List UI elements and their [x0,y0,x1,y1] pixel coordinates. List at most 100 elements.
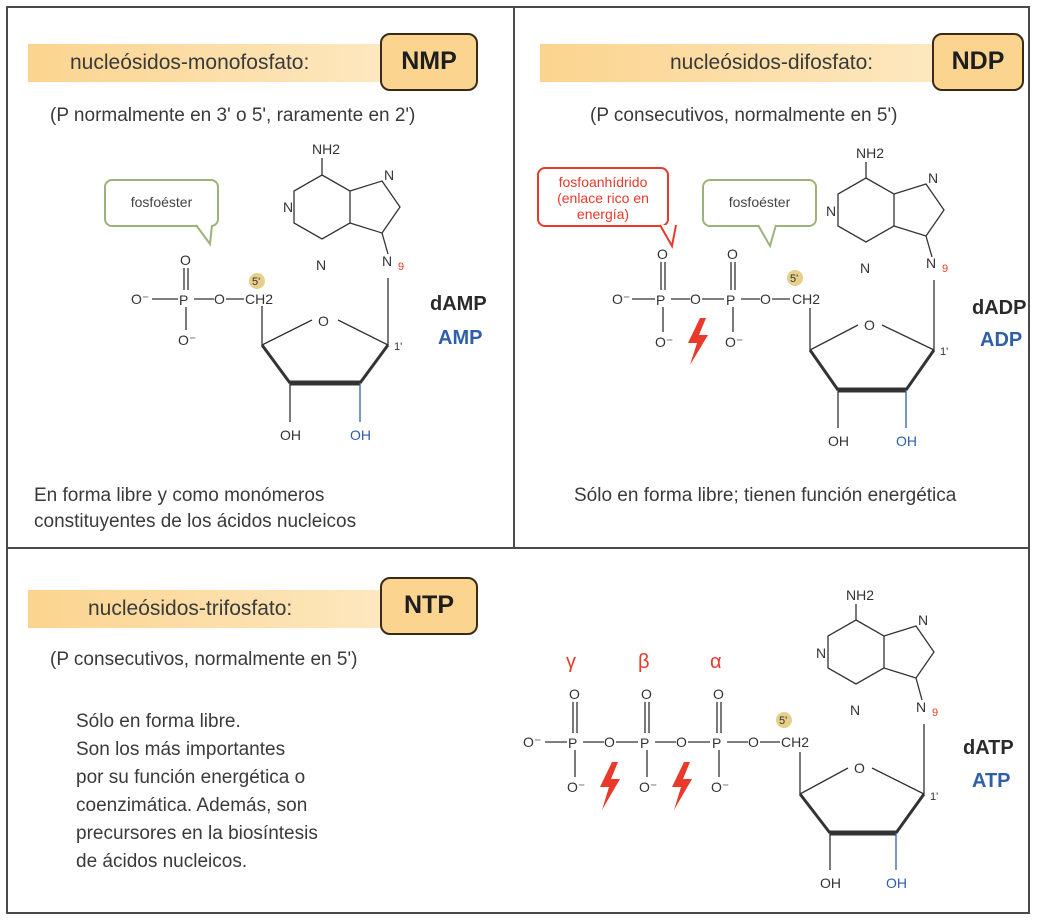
nmp-callout-fosfoester: fosfoéster [104,179,219,227]
bond-line [827,619,885,685]
o-minus-label: O⁻ [612,291,630,307]
nh2-label: NH2 [312,141,340,157]
nmp-title-band: nucleósidos-monofosfato: [28,44,388,82]
oh-label: OH [828,433,849,449]
p-label: P [656,292,665,308]
ntp-body: Sólo en forma libre. Son los más importa… [76,708,318,876]
o-label: O [690,291,701,307]
n-label: N [916,699,926,715]
ndp-callout-text: fosfoéster [728,194,791,210]
p-label: P [726,292,735,308]
five-prime-marker [776,712,792,728]
o-minus-label: O⁻ [567,779,585,795]
bond-line [809,324,859,351]
nmp-badge: NMP [380,33,478,91]
oh-label-2prime: OH [886,875,907,891]
o-label: O [604,734,615,750]
ring-o-label: O [318,313,329,329]
five-prime-label: 5' [252,276,260,288]
n-label: N [382,253,392,269]
energy-bolt-icon [672,762,692,810]
alpha-label: α [710,651,722,673]
p-label: P [179,292,188,308]
nmp-labels: O⁻ O P O⁻ O CH2 5' O 1' OH OH NH2 N N N … [131,141,404,443]
nmp-molecule [152,158,401,422]
energy-bolt-icon [600,762,620,810]
nh2-label: NH2 [846,587,874,603]
figure-frame [6,6,1030,914]
divider-horizontal [6,547,1030,549]
o-label: O [641,686,652,702]
n-label: N [384,167,394,183]
nmp-callout-tail [195,224,213,247]
nh2-label: NH2 [856,145,884,161]
nmp-title: nucleósidos-monofosfato: [70,51,310,74]
o-minus-label: O⁻ [523,734,541,750]
n-label: N [926,255,936,271]
five-prime-label: 5' [790,273,798,285]
ch2-label: CH2 [792,291,820,307]
o-label: O [180,252,191,268]
ndp-callout-red-line2: (enlace rico en [557,190,649,206]
n-label: N [850,702,860,718]
ndp-callout-red-tail [659,224,677,249]
ring-o-label: O [854,760,865,776]
o-label: O [214,291,225,307]
ntp-body-line: coenzimática. Además, son [76,795,308,816]
nmp-subtitle: (P normalmente en 3' o 5', raramente en … [50,105,416,126]
ndp-callout-fosfoanhidrido: fosfoanhídrido (enlace rico en energía) [537,167,669,227]
o-minus-label: O⁻ [711,779,729,795]
ntp-body-line: Son los más importantes [76,739,286,760]
ndp-footer: Sólo en forma libre; tienen función ener… [574,485,957,506]
ntp-body-line: Sólo en forma libre. [76,711,241,732]
ntp-body-line: de ácidos nucleicos. [76,851,248,872]
o-minus-label: O⁻ [639,779,657,795]
bond-line [799,767,849,795]
one-prime-label: 1' [930,791,938,803]
five-prime-marker [249,273,265,289]
bond-line [808,349,840,391]
five-prime-marker [787,270,803,286]
oh-label: OH [280,427,301,443]
ndp-subtitle: (P consecutivos, normalmente en 5') [590,105,898,126]
bond-line [871,767,925,795]
ndp-badge: NDP [932,33,1024,91]
o-label: O [676,734,687,750]
oh-label-2prime: OH [350,427,371,443]
o-label: O [569,686,580,702]
bond-line [894,793,926,834]
n-label: N [816,645,826,661]
nine-label: 9 [942,263,948,275]
bond-line [904,349,936,391]
ntp-title-band: nucleósidos-trifosfato: [28,590,388,628]
ring-o-label: O [864,317,875,333]
n-label: N [928,170,938,186]
nine-label: 9 [932,707,938,719]
n-label: N [918,612,928,628]
nmp-name-deoxy: dAMP [430,293,487,315]
bond-line [337,319,389,346]
o-label: O [713,686,724,702]
ndp-callout-tail [757,224,777,249]
oh-label: OH [820,875,841,891]
o-minus-label: O⁻ [178,332,196,348]
p-label: P [640,735,649,751]
ntp-body-line: por su función energética o [76,767,306,788]
n-label: N [316,257,326,273]
bond-line [893,183,945,237]
energy-bolt-icon [688,318,708,365]
o-label: O [727,246,738,262]
bond-line [293,174,351,240]
n-label: N [283,199,293,215]
nmp-callout-text: fosfoéster [130,194,193,210]
oh-label-2prime: OH [896,433,917,449]
bond-line [915,677,923,701]
ch2-label: CH2 [781,734,809,750]
gamma-label: γ [566,651,576,673]
o-minus-label: O⁻ [655,334,673,350]
five-prime-label: 5' [779,715,787,727]
bond-line [883,625,935,679]
bond-line [260,344,292,384]
bond-line [837,177,895,243]
ntp-title: nucleósidos-trifosfato: [88,597,293,620]
